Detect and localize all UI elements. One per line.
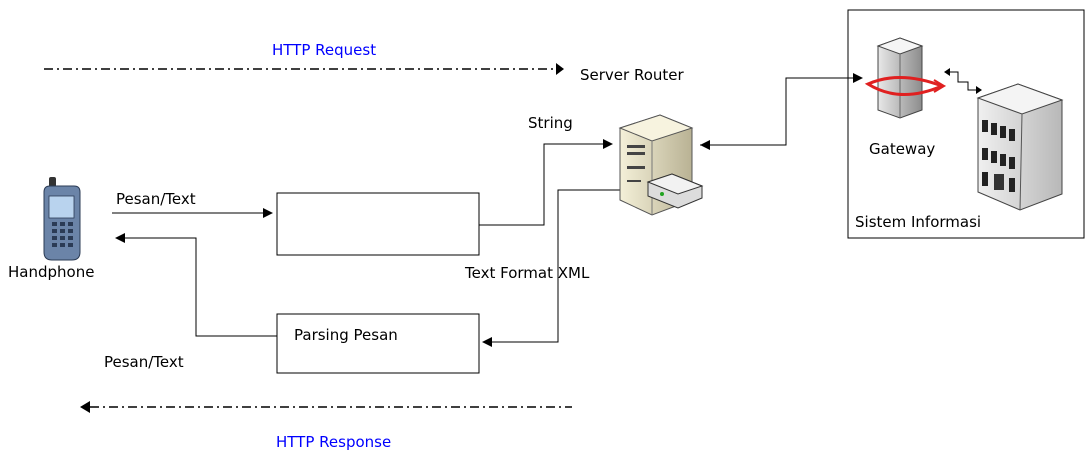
server-router-label: Server Router: [580, 66, 684, 84]
text-format-xml-label: Text Format XML: [465, 264, 590, 282]
building-icon: [976, 83, 1064, 211]
parsing-pesan-label: Parsing Pesan: [294, 326, 398, 344]
pesan-text-out-label: Pesan/Text: [104, 353, 184, 371]
handphone-icon: [43, 177, 81, 261]
http-response-label: HTTP Response: [276, 433, 392, 451]
sistem-informasi-label: Sistem Informasi: [855, 213, 982, 231]
arrow-server-to-parsing: [482, 189, 622, 347]
server-router-icon: [618, 114, 704, 216]
arrowhead-to-server: [700, 140, 710, 150]
http-request-arrowhead: [556, 63, 564, 75]
http-request-label: HTTP Request: [272, 41, 377, 59]
gateway-building-link: [944, 68, 982, 94]
string-label: String: [528, 114, 573, 132]
handphone-label: Handphone: [8, 263, 95, 281]
pesan-text-in-label: Pesan/Text: [116, 190, 196, 208]
gateway-label: Gateway: [869, 140, 936, 158]
arrow-server-gateway: [700, 73, 863, 146]
parsing-box: [276, 313, 480, 374]
gateway-server-icon: [864, 37, 947, 119]
http-response-arrowhead: [80, 401, 90, 413]
arrow-box-to-server: [479, 139, 613, 226]
arrow-parsing-to-phone: [115, 233, 277, 337]
input-box: [276, 192, 480, 256]
sistem-informasi-frame: [847, 9, 1085, 239]
